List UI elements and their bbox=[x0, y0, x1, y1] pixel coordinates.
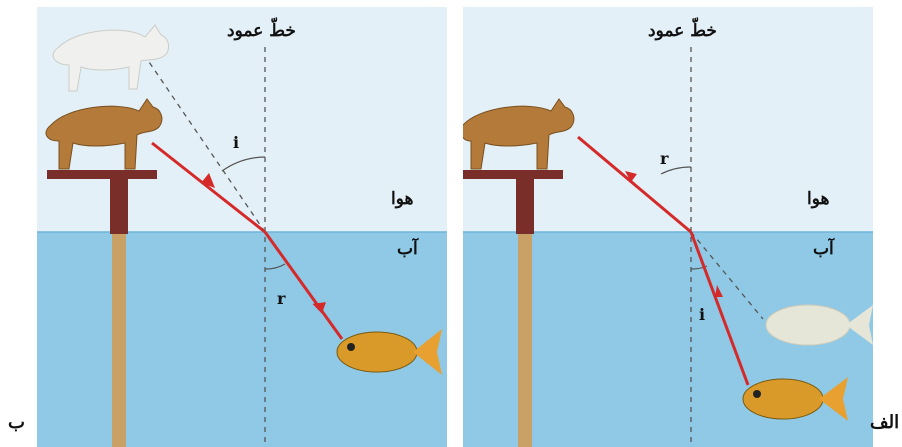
water-label: آب bbox=[397, 239, 418, 259]
platform bbox=[463, 170, 563, 179]
air-label: هوا bbox=[807, 189, 829, 209]
panel-label-alef: الف bbox=[870, 412, 899, 433]
normal-label: خطّ عمود bbox=[648, 21, 717, 41]
angle-i-label: i bbox=[699, 305, 705, 324]
air-label: هوا bbox=[391, 189, 413, 209]
panel-b-illustration bbox=[37, 7, 447, 447]
water-label: آب bbox=[813, 239, 834, 259]
panel-label-b: ب bbox=[8, 412, 25, 433]
normal-label: خطّ عمود bbox=[227, 21, 296, 41]
angle-i-label: i bbox=[233, 133, 239, 152]
diagram-panel-alef: خطّ عمود هوا آب r i bbox=[463, 7, 873, 447]
angle-r-label: r bbox=[277, 289, 285, 308]
panel-alef-illustration bbox=[463, 7, 873, 447]
diagram-panel-b: خطّ عمود هوا آب i r bbox=[37, 7, 447, 447]
post bbox=[516, 179, 534, 234]
post bbox=[110, 179, 128, 234]
platform bbox=[47, 170, 157, 179]
angle-r-label: r bbox=[660, 149, 668, 168]
